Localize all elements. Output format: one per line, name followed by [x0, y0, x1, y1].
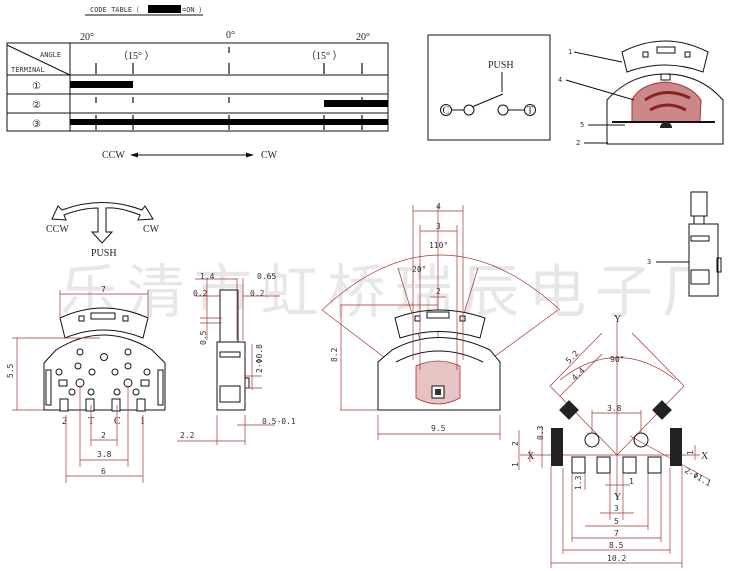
dim-1-pad: 1 [629, 477, 634, 486]
svg-text:C: C [443, 106, 450, 117]
header-terminal: TERMINAL [11, 66, 45, 74]
dim-2-phi-0-8: 2-Φ0.8 [255, 344, 264, 373]
part-label-3: 3 [647, 258, 651, 266]
part-label-1: 1 [568, 48, 572, 56]
part-label-4: 4 [558, 76, 562, 84]
terminal-t [524, 104, 536, 116]
assembly-drawing: 1 4 5 2 [558, 40, 724, 147]
dim-3-8-footprint: 3.8 [607, 404, 622, 413]
dim-angle-90: 90° [610, 355, 624, 364]
dim-9-5: 9.5 [431, 424, 446, 433]
header-angle: ANGLE [40, 51, 61, 59]
dim-0-5: 0.5 [199, 330, 208, 345]
terminal-1-on-bar [70, 81, 133, 88]
dim-width-7: 7 [101, 285, 106, 294]
angle-center: 0° [226, 30, 235, 41]
dim-10-2: 10.2 [607, 554, 626, 563]
angle-dimension-lines [340, 205, 501, 440]
dim-2-phi-1-1: 2-Φ1.1 [683, 466, 713, 488]
dim-angle-110: 110° [429, 241, 448, 250]
dim-3-8: 3.8 [97, 450, 112, 459]
dim-1-3: 1.3 [574, 475, 583, 490]
side-view-part-3: 3 [647, 191, 722, 297]
pin-label-1: 1 [140, 416, 145, 427]
dim-0-2-right: 0.2 [250, 289, 265, 298]
mounting-pads [551, 400, 682, 466]
dim-0-65: 0.65 [257, 272, 276, 281]
terminal-2-label: ② [32, 100, 41, 111]
dim-5: 5 [614, 517, 619, 526]
knob [621, 40, 709, 73]
table-frame [6, 42, 389, 132]
rotation-angle-view: 4 3 110° 20° 2 8.2 9.5 [321, 202, 561, 440]
ccw-label: CCW [102, 150, 125, 161]
code-table: CODE TABLE（ =ON ） 20° 0° 20° ANGLE TERMI… [6, 5, 389, 161]
terminal-pads [571, 456, 662, 474]
dim-2-2: 2.2 [180, 431, 195, 440]
axis-x-left: X [527, 451, 535, 462]
terminal-2-on-bar [324, 100, 388, 107]
dim-2: 2 [436, 287, 441, 296]
push-switch-schematic: PUSH C T [427, 34, 551, 141]
on-legend-swatch [148, 5, 181, 13]
op-cw-label: CW [143, 224, 160, 235]
part-label-2: 2 [576, 139, 580, 147]
svg-text:T: T [527, 106, 533, 117]
pcb-footprint: Y Y X X 5.2 4.4 90° 3.8 [511, 314, 713, 568]
push-label: PUSH [488, 60, 514, 71]
operation-direction-icon: CCW CW PUSH [46, 202, 160, 259]
dim-7: 7 [614, 529, 619, 538]
dim-2-footprint: 2 [511, 441, 520, 446]
angle-right: 20° [356, 32, 370, 43]
code-table-title: CODE TABLE（ [90, 6, 139, 14]
op-ccw-label: CCW [46, 224, 69, 235]
dim-0-5-tol: 0.5-0.1 [262, 417, 296, 426]
front-view: 2 T C 1 7 5.5 2 3.8 6 [6, 285, 166, 483]
pin-label-2: 2 [62, 416, 67, 427]
dim-1-4: 1.4 [200, 272, 215, 281]
dim-1-right: 1 [686, 450, 695, 455]
dim-angle-20: 20° [412, 265, 426, 274]
axis-x-right: X [701, 451, 709, 462]
header-diagonal [6, 44, 71, 76]
angle-left: 20° [80, 32, 94, 43]
op-push-label: PUSH [91, 248, 117, 259]
contact-plate [631, 81, 702, 123]
cw-label: CW [261, 150, 278, 161]
dim-0-2-left: 0.2 [193, 289, 208, 298]
mounting-holes [55, 348, 151, 396]
side-view: 1.4 0.65 0.2 0.2 0.5 2-Φ0.8 0.5-0.1 2.2 [177, 272, 296, 445]
dim-height-5-5: 5.5 [6, 363, 15, 378]
dim-3: 3 [436, 222, 441, 231]
dim-pitch-2: 2 [101, 431, 106, 440]
dim-4-4: 4.4 [570, 366, 587, 383]
axis-y-top: Y [614, 314, 621, 325]
rotate-push-arrow [51, 202, 154, 244]
dim-8-2: 8.2 [330, 347, 339, 362]
terminal-3-on-bar [70, 119, 388, 125]
terminal-3-label: ③ [32, 119, 41, 130]
axis-y-bottom: Y [614, 492, 621, 503]
dim-3-footprint: 3 [614, 504, 619, 513]
sub-angle-left: （15° ） [118, 50, 155, 62]
dim-6: 6 [101, 467, 106, 476]
side-dimension-lines [177, 278, 280, 445]
front-dimension-lines [12, 290, 149, 483]
footprint-dimension-lines [518, 410, 696, 568]
on-legend-label: =ON ） [182, 6, 206, 14]
terminal-1-label: ① [32, 81, 41, 92]
dim-5-2: 5.2 [564, 349, 581, 366]
dim-8-5: 8.5 [609, 541, 624, 550]
dim-1-left: 1 [511, 462, 520, 467]
pin-label-c: C [114, 416, 121, 427]
dim-4: 4 [436, 202, 441, 211]
dim-0-3: 0.3 [536, 425, 545, 440]
sub-angle-right: （15° ） [306, 50, 343, 62]
part-label-5: 5 [580, 121, 584, 129]
